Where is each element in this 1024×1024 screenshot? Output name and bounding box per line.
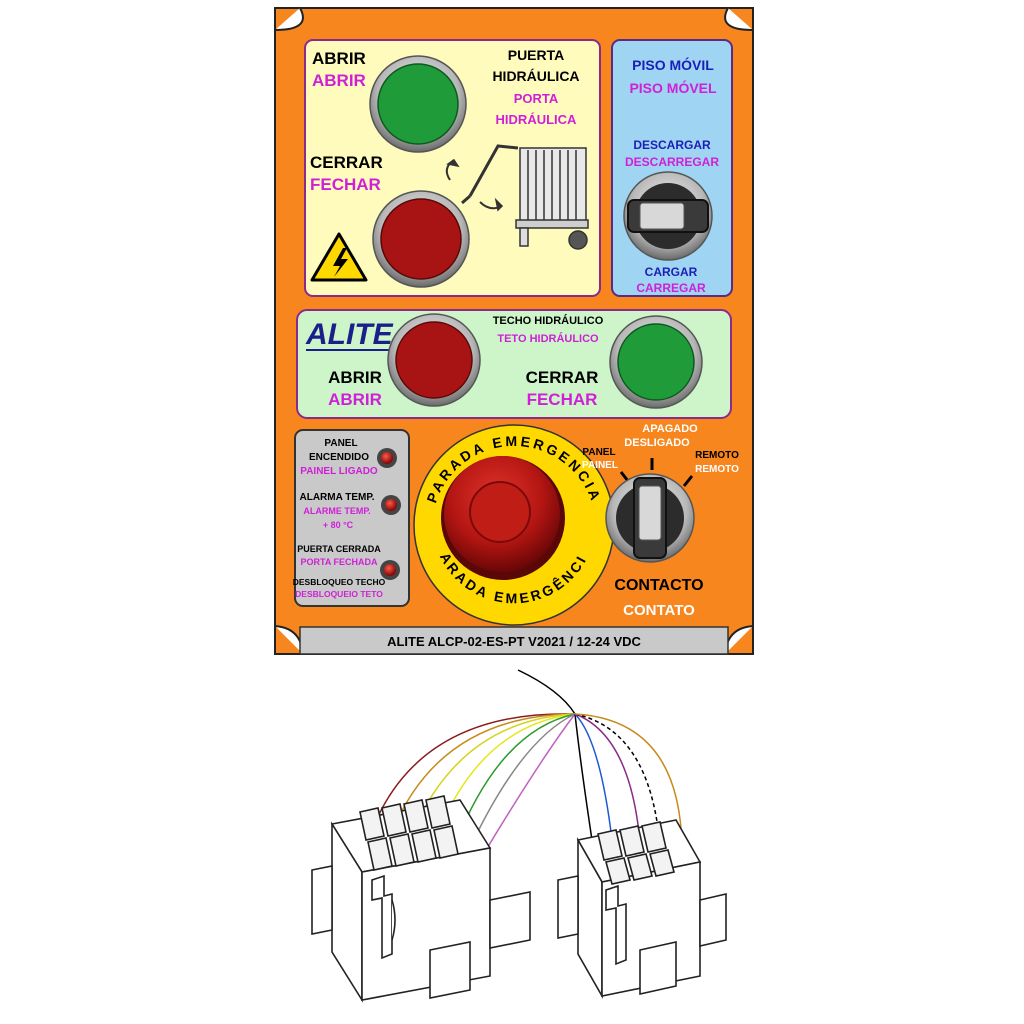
roof-title-pt: TETO HIDRÁULICO [497,332,599,345]
panel-on-label-pt: PAINEL LIGADO [300,466,378,477]
trailer-door-illustration [445,144,589,250]
door-title-pt-2: HIDRÁULICA [496,112,577,127]
model-label: ALITE ALCP-02-ES-PT V2021 / 12-24 VDC [387,634,641,649]
floor-title-es: PISO MÓVIL [632,56,714,73]
door-title-es-1: PUERTA [508,47,565,63]
connector-right [557,819,727,1000]
floor-unload-label-pt: DESCARREGAR [625,155,719,169]
mount-notch-top-left [274,7,304,31]
floor-load-label-pt: CARREGAR [636,281,706,295]
roof-close-label-es: CERRAR [526,368,599,387]
alarm-temperature-value: + 80 °C [323,520,354,530]
alarm-label-es: ALARMA TEMP. [300,492,375,503]
alite-logo: ALITE [305,318,394,351]
roof-open-label-es: ABRIR [328,368,382,387]
door-open-label-pt: ABRIR [312,71,366,90]
floor-section: PISO MÓVIL PISO MÓVEL DESCARGAR DESCARRE… [611,39,733,297]
floor-selector-switch[interactable] [623,171,713,261]
door-close-label-es: CERRAR [310,153,383,172]
footer-strip: ALITE ALCP-02-ES-PT V2021 / 12-24 VDC [299,626,729,655]
ignition-position-ticks [619,458,694,487]
ignition-remote-label-pt: REMOTO [695,464,739,475]
ignition-contact-label-es: CONTACTO [614,577,703,594]
alarm-temp-led [381,495,401,515]
door-closed-label-pt: PORTA FECHADA [301,557,378,567]
panel-on-label-es-1: PANEL [324,438,357,449]
door-close-label-pt: FECHAR [310,175,381,194]
roof-title-es: TECHO HIDRÁULICO [493,314,604,327]
emergency-stop-button[interactable] [441,456,565,580]
svg-text:ALITE: ALITE [305,318,394,351]
door-open-button[interactable] [369,55,467,153]
connector-left [311,795,531,1003]
roof-close-label-pt: FECHAR [527,390,598,409]
roof-unlock-label-pt: DESBLOQUEIO TETO [295,589,383,599]
ignition-off-label-es: APAGADO [642,423,698,435]
door-open-label-es: ABRIR [312,49,366,68]
door-closed-led [380,560,400,580]
ignition-panel-label-es: PANEL [582,447,615,458]
mount-notch-top-right [724,7,754,31]
ignition-panel-label-pt: PAINEL [582,460,618,471]
roof-unlock-label-es: DESBLOQUEO TECHO [293,577,386,587]
ignition-off-label-pt: DESLIGADO [624,437,690,449]
panel-on-label-es-2: ENCENDIDO [309,452,369,463]
ignition-key-switch[interactable] [605,473,695,563]
high-voltage-warning-icon [310,232,368,282]
roof-open-button[interactable] [387,313,481,407]
roof-section: ALITE TECHO HIDRÁULICO TETO HIDRÁULICO A… [296,309,732,419]
ignition-section: APAGADO DESLIGADO PANEL PAINEL REMOTO RE… [582,423,739,619]
ignition-remote-label-es: REMOTO [695,450,739,461]
floor-load-label-es: CARGAR [645,265,698,279]
roof-close-button[interactable] [609,315,703,409]
status-section: PANEL ENCENDIDO PAINEL LIGADO ALARMA TEM… [293,429,410,607]
door-title-pt-1: PORTA [514,91,559,106]
panel-on-led [377,448,397,468]
door-section: ABRIR ABRIR CERRAR FECHAR PUERTA HIDRÁUL… [304,39,601,297]
ignition-contact-label-pt: CONTATO [623,602,695,619]
door-title-es-2: HIDRÁULICA [492,68,579,84]
roof-open-label-pt: ABRIR [328,390,382,409]
door-close-button[interactable] [372,190,470,288]
floor-unload-label-es: DESCARGAR [633,138,711,152]
door-closed-label-es: PUERTA CERRADA [297,544,381,554]
floor-title-pt: PISO MÓVEL [629,79,717,96]
alarm-label-pt: ALARME TEMP. [303,506,370,516]
